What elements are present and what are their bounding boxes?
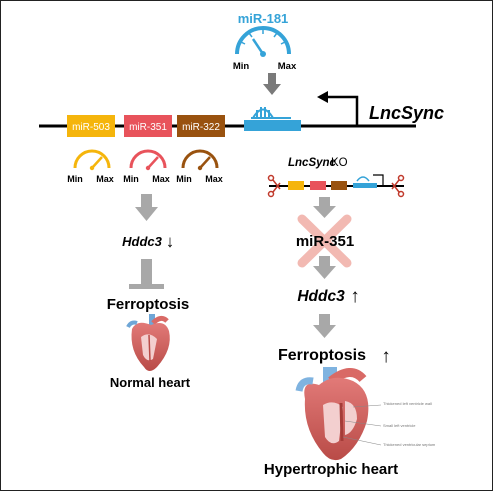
left-hddc3-label: Hddc3 [122,234,163,249]
mir181-gauge-max: Max [278,61,297,72]
mir351-gauge-max: Max [152,174,170,184]
mir503-gauge-max: Max [96,174,114,184]
left-arrow-1 [135,194,158,221]
right-ferroptosis-label: Ferroptosis [278,347,366,364]
mir181-down-arrow [263,73,281,95]
annotation-small-lv: Small left ventricle [383,423,416,428]
mir181-gauge-min: Min [233,61,250,72]
blocked-cross-icon [297,214,352,268]
mir503-label: miR-503 [72,122,110,133]
scissors-left-icon [267,174,281,198]
mir322-gauge-max: Max [205,174,223,184]
mir351-box [124,115,172,137]
right-arrow-3 [313,314,336,338]
left-hddc3-down-arrow: ↓ [166,232,175,251]
annotation-septum: Thickened ventricular septum [383,442,436,447]
mir322-box [177,115,225,137]
left-ferroptosis-label: Ferroptosis [107,296,190,313]
mir322-label: miR-322 [182,122,220,133]
annotation-lv-wall: Thickened left ventricle wall [383,401,432,406]
left-inhibition-bar [129,259,164,289]
hypertrophic-heart-label: Hypertrophic heart [264,461,398,478]
mir503-gauge-icon [73,149,111,171]
right-mir351-label: miR-351 [296,233,354,250]
right-hddc3-label: Hddc3 [297,288,345,305]
mir322-gauge-min: Min [176,174,192,184]
normal-heart-icon [126,314,170,371]
mir351-label: miR-351 [129,122,167,133]
mir351-gauge-min: Min [123,174,139,184]
normal-heart-label: Normal heart [110,375,191,390]
promoter-arrow-head [317,91,328,103]
binding-site-icon [251,107,291,119]
lncsync-segment [244,120,301,131]
right-arrow-1 [313,197,336,218]
mir351-gauge-icon [129,149,167,171]
right-arrow-2 [313,256,336,279]
lncsync-gene-label: LncSync [369,103,444,123]
mir181-gauge-icon [235,26,291,57]
hypertrophic-heart-icon [295,367,382,461]
ko-suffix-label: KO [331,157,348,169]
mir503-gauge-min: Min [67,174,83,184]
right-ferroptosis-up-arrow: ↑ [381,346,391,367]
ko-locus [269,174,404,190]
ko-gene-label: LncSync [288,157,337,169]
right-hddc3-up-arrow: ↑ [350,286,360,307]
promoter-arrow [325,95,359,126]
mir181-label: miR-181 [238,11,289,26]
scissors-right-icon [391,174,405,198]
mir503-box [67,115,115,137]
mir322-gauge-icon [181,149,219,171]
